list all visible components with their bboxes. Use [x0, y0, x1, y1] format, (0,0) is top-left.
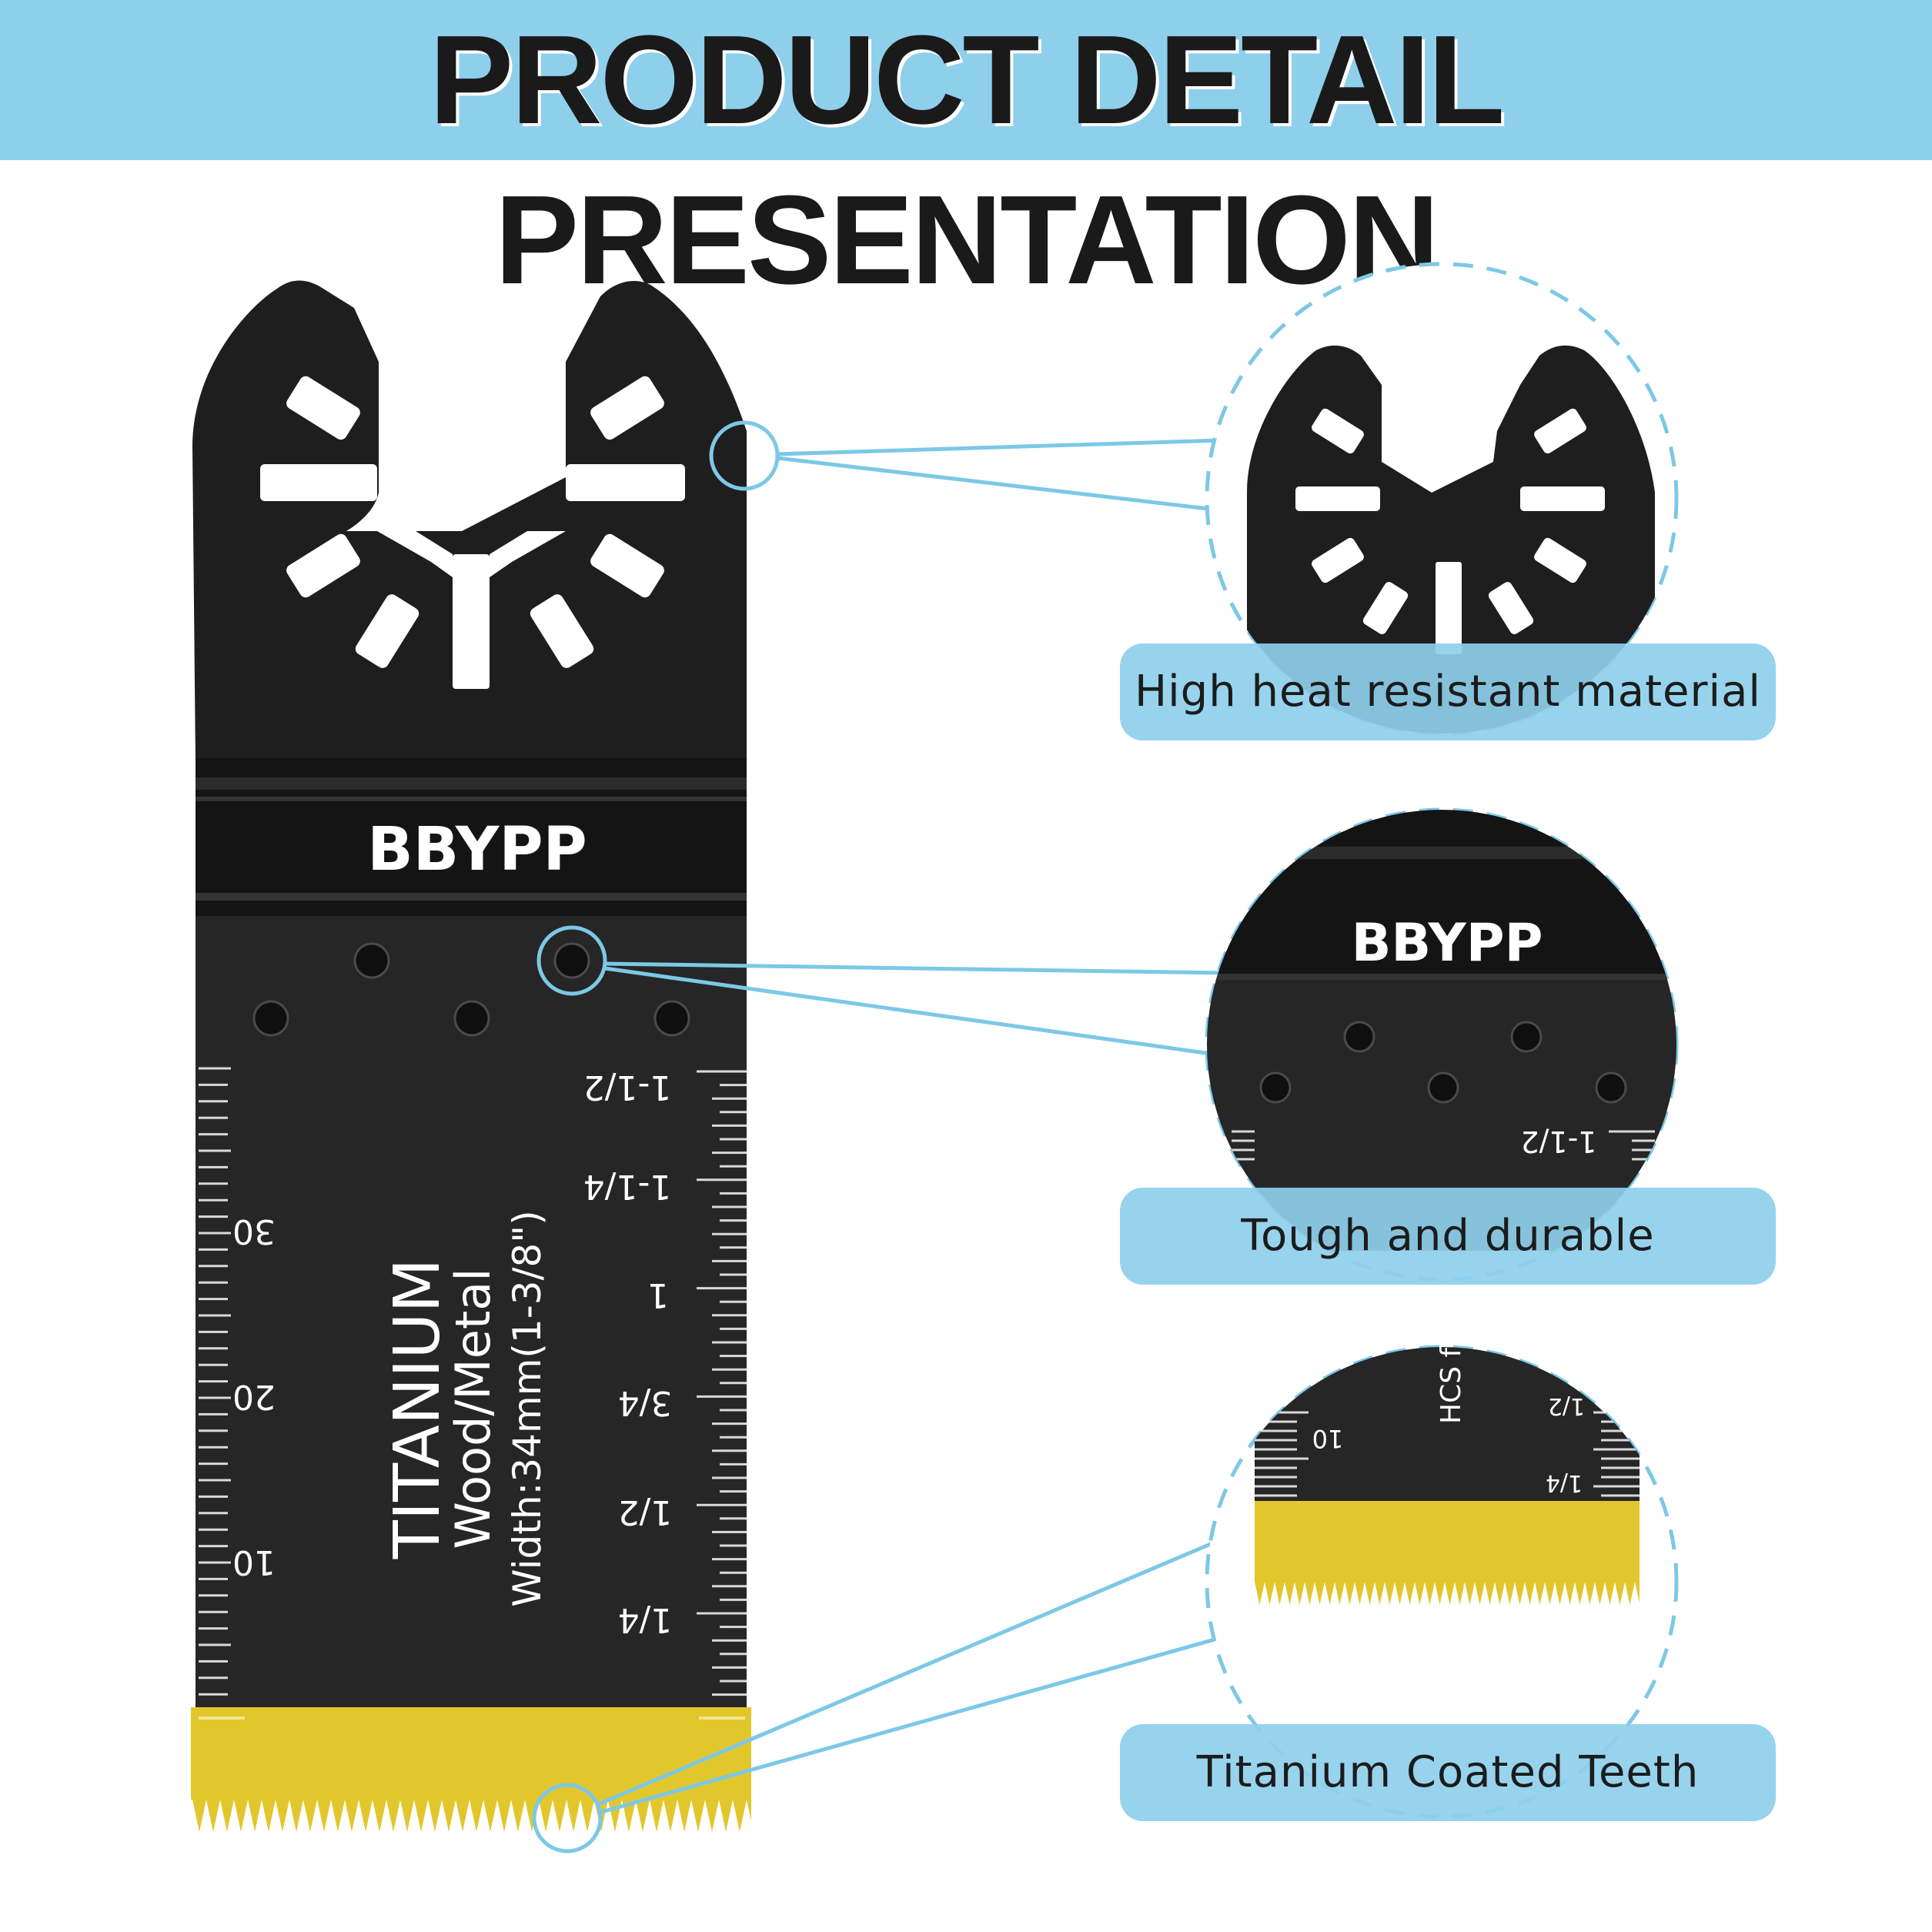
rivet-holes [252, 942, 690, 1037]
blade-width-spec: Width:34mm(1-3/8") [505, 1210, 550, 1606]
metric-ruler-ticks [199, 1067, 231, 1696]
mounting-cutout [260, 376, 685, 689]
zoom-inch-label-1-4: 1/4 [1546, 1469, 1583, 1496]
blade-brand: BBYPP [367, 815, 587, 884]
focus-ring [536, 925, 607, 996]
blade-product-name: TITANIUM [381, 1258, 454, 1559]
blade-material: Wood/Metal [445, 1269, 501, 1549]
zoom-brand: BBYPP [1352, 913, 1543, 974]
saw-blade: BBYPP 30 20 10 1-1/2 1-1/4 1 3/4 1/2 1/4… [191, 280, 751, 1832]
focus-ring [709, 420, 780, 491]
zoom-metric-label: 10 [1312, 1424, 1344, 1453]
header-banner [0, 0, 1932, 160]
titanium-coated-band [191, 1707, 751, 1800]
zoom-inch-label-1-2: 1/2 [1548, 1392, 1585, 1419]
metric-label-30: 30 [232, 1212, 276, 1251]
inch-label-1-4: 1/4 [618, 1600, 673, 1640]
inch-label-1: 1 [647, 1275, 669, 1315]
callout-label-teeth: Titanium Coated Teeth [1120, 1724, 1776, 1821]
inch-label-1-1-4: 1-1/4 [583, 1167, 672, 1206]
blade-head [192, 280, 747, 762]
ruler-section [196, 1062, 747, 1707]
inch-label-1-2: 1/2 [618, 1492, 673, 1532]
inch-label-1-1-2: 1-1/2 [583, 1068, 672, 1107]
metric-label-10: 10 [232, 1543, 276, 1582]
focus-ring [532, 1783, 603, 1853]
callout-titanium-teeth: 10 1/2 1/4 HCS f [532, 1345, 1679, 1853]
inch-ruler-ticks [697, 1070, 747, 1696]
inch-label-3-4: 3/4 [618, 1383, 673, 1422]
metric-label-20: 20 [232, 1377, 276, 1416]
page-title: PRODUCT DETAIL PRESENTATION [429, 9, 1505, 310]
zoom-inch-label: 1-1/2 [1520, 1125, 1596, 1158]
blade-teeth [192, 1799, 751, 1832]
zoom-partial-text: HCS f [1436, 1346, 1467, 1424]
callout-label-durable: Tough and durable [1120, 1188, 1776, 1285]
callout-label-heat: High heat resistant material [1120, 643, 1776, 740]
hole-plate [196, 916, 747, 1062]
